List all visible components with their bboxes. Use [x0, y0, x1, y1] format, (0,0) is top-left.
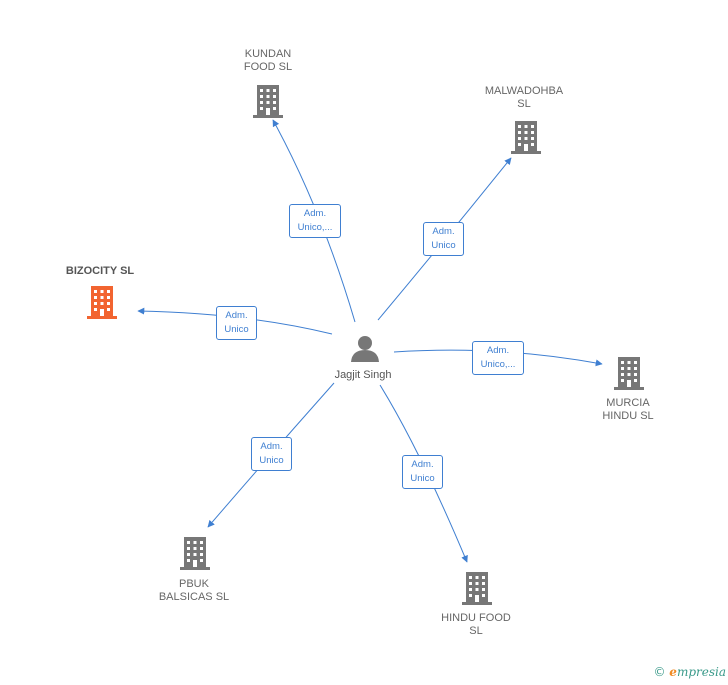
company-name-bizocity[interactable]: BIZOCITY SL: [65, 265, 135, 277]
relation-label-pbuk[interactable]: Adm. Unico: [251, 437, 292, 471]
building-icon: [511, 121, 541, 154]
brand-name: mpresia: [676, 665, 726, 679]
brand-initial: e: [669, 665, 677, 679]
company-name-pbuk[interactable]: PBUK BALSICAS SL: [158, 578, 230, 603]
copyright-symbol: ©: [653, 665, 666, 679]
company-name-malwadohba[interactable]: MALWADOHBA SL: [484, 85, 564, 110]
relation-label-kundan[interactable]: Adm. Unico,...: [289, 204, 341, 238]
building-icon: [253, 85, 283, 118]
person-icon[interactable]: [351, 336, 379, 362]
building-icon: [614, 357, 644, 390]
relation-label-bizocity[interactable]: Adm. Unico: [216, 306, 257, 340]
building-icon: [87, 286, 117, 319]
company-name-hindu[interactable]: HINDU FOOD SL: [441, 612, 511, 637]
brand-logo: © empresia: [653, 665, 726, 679]
relation-label-malwadohba[interactable]: Adm. Unico: [423, 222, 464, 256]
relation-label-hindu[interactable]: Adm. Unico: [402, 455, 443, 489]
company-name-kundan[interactable]: KUNDAN FOOD SL: [243, 48, 293, 73]
company-name-murcia[interactable]: MURCIA HINDU SL: [602, 397, 654, 422]
relation-label-murcia[interactable]: Adm. Unico,...: [472, 341, 524, 375]
building-icon: [180, 537, 210, 570]
person-name[interactable]: Jagjit Singh: [334, 369, 392, 381]
building-icon: [462, 572, 492, 605]
